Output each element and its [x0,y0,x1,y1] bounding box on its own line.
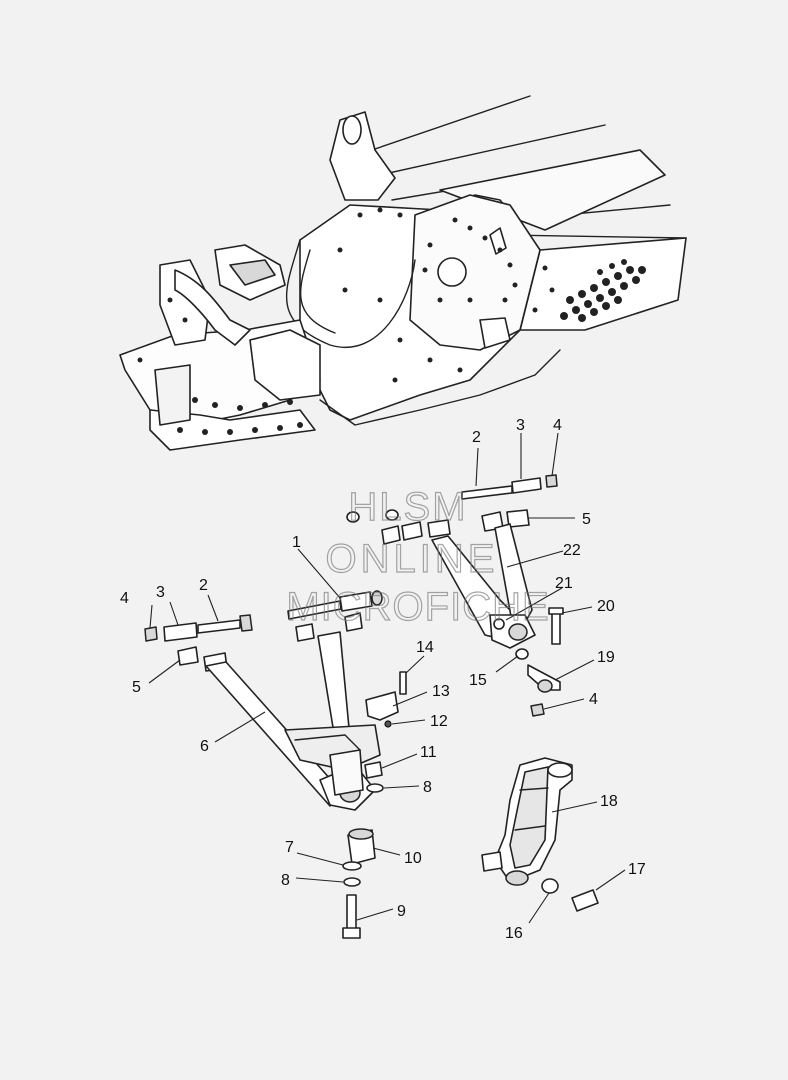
callout-20: 20 [597,598,615,615]
callout-8-lower: 8 [281,872,290,889]
callout-4-lower-right: 4 [589,691,598,708]
callout-15: 15 [469,672,487,689]
pin-17 [571,889,599,912]
watermark-line-2: ONLINE [326,537,499,581]
bushing-left [177,646,199,666]
callout-16: 16 [505,925,523,942]
upper-a-arm-assembly [346,474,564,717]
tunnel-perforations [560,259,646,322]
callout-7: 7 [285,839,294,856]
bracket-13 [365,691,399,721]
callout-3-upper: 3 [516,417,525,434]
callout-17: 17 [628,861,646,878]
spacer-upper [511,477,542,494]
callout-8-upper: 8 [423,779,432,796]
callout-5-upper: 5 [582,511,591,528]
frame-bolt-holes [337,207,555,383]
nut-11 [364,761,383,779]
callout-4-left: 4 [120,590,129,607]
callout-21: 21 [555,575,573,592]
leader-lines [148,432,626,924]
bolt-9 [346,894,357,931]
watermark: HLSM ONLINE MICROFICHE [286,484,550,629]
nut-upper [545,474,558,488]
callout-19: 19 [597,649,615,666]
callout-12: 12 [430,713,448,730]
callout-13: 13 [432,683,450,700]
callout-5-left: 5 [132,679,141,696]
chassis-frame [119,95,687,451]
callout-2-upper: 2 [472,429,481,446]
callout-3-left: 3 [156,584,165,601]
callout-4-upper: 4 [553,417,562,434]
pivot-bolt-left [197,619,241,634]
spindle-assembly [481,757,599,912]
upper-arm-bushing-pair [381,525,401,545]
front-frame-holes [137,297,303,435]
callout-2-left: 2 [199,577,208,594]
callout-22: 22 [563,542,581,559]
callout-6: 6 [200,738,209,755]
bolt-20 [551,611,561,645]
nut-left [144,626,158,642]
callout-14: 14 [416,639,434,656]
callout-10: 10 [404,850,422,867]
callout-1: 1 [292,534,301,551]
pivot-bolt-upper [461,485,513,500]
callout-labels: 1 2 2 3 3 4 4 4 5 5 6 7 8 8 9 10 11 12 1… [120,417,646,942]
watermark-line-1: HLSM [348,485,467,529]
lower-a-arm-assembly [144,590,407,939]
callout-11: 11 [420,744,437,761]
spacer-left [163,622,198,642]
nut-lower-right [530,703,545,717]
callout-9: 9 [397,903,406,920]
grease-fitting-14 [399,671,407,695]
callout-18: 18 [600,793,618,810]
watermark-line-3: MICROFICHE [286,585,549,629]
bushing-16 [541,878,559,894]
